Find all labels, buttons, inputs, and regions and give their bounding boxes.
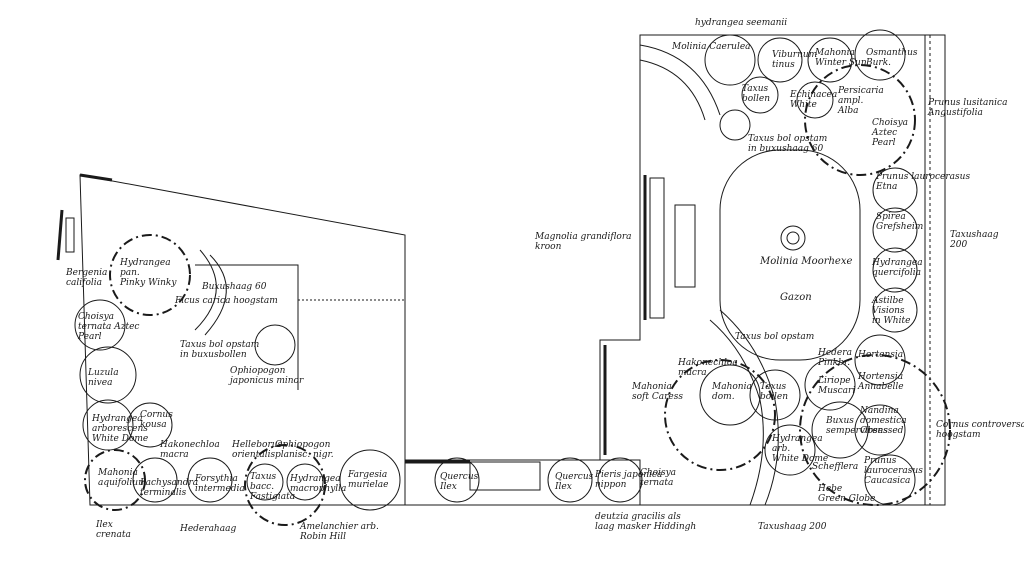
label-taxushaag-bottom: Taxushaag 200 [758,522,827,532]
label-mahonia-right: Mahonia soft Caress [632,382,683,402]
label-osmanthus: Osmanthus Burk. [866,48,918,68]
label-schefflera: Schefflera [812,462,859,472]
label-taxus-bol-left: Taxus bol opstam in buxusbollen [180,340,260,360]
label-taxus-bollen: Taxus bollen [742,84,771,104]
label-helleborus: Helleborus orientalis [232,440,283,460]
label-prunus-lauro-right: Prunus laurocerasus Caucasica [864,456,923,486]
label-fargesia: Fargesia murielae [348,470,389,490]
label-taxus-bollen-2: Taxus bollen [760,382,789,402]
label-hortensia2: Hortensia Annabelle [858,372,904,392]
label-hydrangea-quercifolia: Hydrangea quercifolia [872,258,923,278]
label-ficus: Ficus carica hoogstam [175,296,278,306]
label-forsythia: Forsythia intermedia [195,474,245,494]
label-molinia-center: Molinia Moorhexe [760,256,853,267]
label-cornus-controversa: Cornus controversa hoogstam [936,420,1024,440]
label-echinacea: Echinacea White [790,90,838,110]
label-choisya-bottom: Choisya ternata [640,468,677,488]
label-hedera-right: Hedera Pinkbr. [818,348,852,368]
lawn [719,149,861,361]
label-spirea: Spirea Grefsheim [876,212,924,232]
label-quercus-1: Quercus Ilex [440,472,479,492]
label-hydrangea-paniculata: Hydrangea pan. Pinky Winky [120,258,177,288]
right-garden-outline [599,34,926,506]
label-persicaria: Persicaria ampl. Alba [838,86,884,116]
label-amelanchier: Amelanchier arb. Robin Hill [300,522,379,542]
label-prunus-laurocerasus: Prunus laurocerasus Etna [876,172,971,192]
label-hortensia-right: Hortensia [858,350,904,360]
label-buxushaag: Buxushaag 60 [202,282,267,292]
label-liriope: Liriope Muscari [818,376,856,396]
label-prunus-lusitanica: Prunus lusitanica Angustifolia [928,98,1008,118]
label-mahonia-top: Mahonia Winter Sun [815,48,867,68]
label-hydrangea-macrophylla: Hydrangea macrophylla [290,474,347,494]
label-hydrangea-seemanii: hydrangea seemanii [695,18,788,28]
label-hederahaag: Hederahaag [180,524,237,534]
label-taxus-opstam: Taxus bol opstam [735,332,815,342]
label-molinia-top: Molinia Caerulea [672,42,751,52]
label-taxus-bol-right: Taxus bol opstam in buxushaag 60 [748,134,828,154]
label-hakonechloa-right: Hakonechloa macra [678,358,738,378]
label-nandina: Nandina domestica Obsessed [860,406,907,436]
label-quercus-2: Quercus Ilex [555,472,594,492]
label-viburnum: Viburnum tinus [772,50,818,70]
label-pieris: Pieris japonica nippon [595,470,663,490]
label-ophiopogon: Ophiopogon japonicus minor [230,366,304,386]
label-magnolia: Magnolia grandiflora kroon [535,232,632,252]
label-cornus-kousa: Cornus kousa [140,410,173,430]
label-luzula: Luzula nivea [88,368,119,388]
label-choisya-aztec-right: Choisya Aztec Pearl [872,118,909,148]
label-hydrangea-arborescens: Hydrangea arborescens White Dome [92,414,149,444]
label-buxus: Buxus sempervirens [826,416,888,436]
inner-structure [195,264,299,390]
label-bergenia: Bergenia califolia [66,268,108,288]
label-taxushaag-right: Taxushaag 200 [950,230,999,250]
label-pachysandra: Pachysandra terminalis [140,478,199,498]
label-choisya-left: Choisya ternata Aztec Pearl [78,312,140,342]
label-ophiopogon-plan: Ophiopogon planisc. nigr. [275,440,334,460]
label-mahonia-dom: Mahonia dom. [712,382,752,402]
label-ilex-crenata: Ilex crenata [96,520,131,540]
label-gazon: Gazon [780,292,812,303]
label-deutzia: deutzia gracilis als laag masker Hidding… [595,512,697,532]
label-hebe: Hebe Green Globe [818,484,876,504]
label-taxus-bacc: Taxus bacc. Fastigiata [250,472,296,502]
label-hakonechloa-left: Hakonechloa macra [160,440,220,460]
label-mahonia-left: Mahonia aquifolium [98,468,147,488]
label-astilbe: Astilbe Visions in White [872,296,911,326]
label-hydrangea-arb-right: Hydrangea arb. White Dome [772,434,829,464]
